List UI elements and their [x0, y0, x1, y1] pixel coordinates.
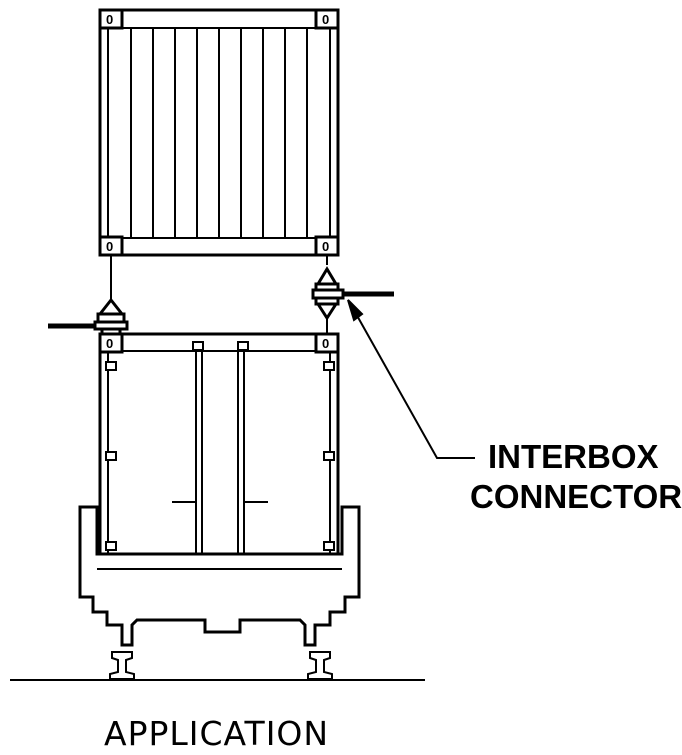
corner-mark: 0 — [322, 12, 329, 27]
corner-mark: 0 — [322, 239, 329, 254]
corner-mark: 0 — [106, 239, 113, 254]
top-container — [98, 8, 340, 257]
alignment-guides — [110, 255, 328, 333]
top-container-corrugation — [130, 28, 308, 238]
corner-mark: 0 — [106, 12, 113, 27]
corner-casting-lower-right: 0 — [314, 332, 340, 354]
lower-container — [98, 332, 340, 556]
callout-leader — [347, 299, 475, 459]
corner-casting-bottom-right: 0 — [314, 235, 340, 257]
corner-mark: 0 — [322, 336, 329, 351]
interbox-connector-right — [311, 266, 394, 321]
lower-container-side-fittings — [105, 361, 335, 551]
callout-label-line1: INTERBOX — [488, 438, 659, 475]
caption-label: APPLICATION — [104, 714, 329, 753]
callout-label-line2: CONNECTOR — [470, 478, 682, 515]
corner-casting-lower-left: 0 — [98, 332, 124, 354]
rail-car-body — [78, 505, 361, 647]
lower-container-frame — [98, 332, 340, 556]
corner-casting-top-left: 0 — [98, 8, 124, 30]
top-container-corner-castings: 0 0 0 0 — [98, 8, 340, 257]
interbox-connector-left — [48, 297, 129, 336]
top-container-frame — [98, 8, 340, 257]
lower-container-corner-castings: 0 0 — [98, 332, 340, 354]
lower-container-center-posts — [172, 341, 268, 554]
corner-casting-bottom-left: 0 — [98, 235, 124, 257]
arrowhead-icon — [347, 299, 364, 322]
rail-left — [109, 651, 135, 680]
corner-mark: 0 — [106, 336, 113, 351]
corner-casting-top-right: 0 — [314, 8, 340, 30]
rail-right — [307, 651, 333, 680]
